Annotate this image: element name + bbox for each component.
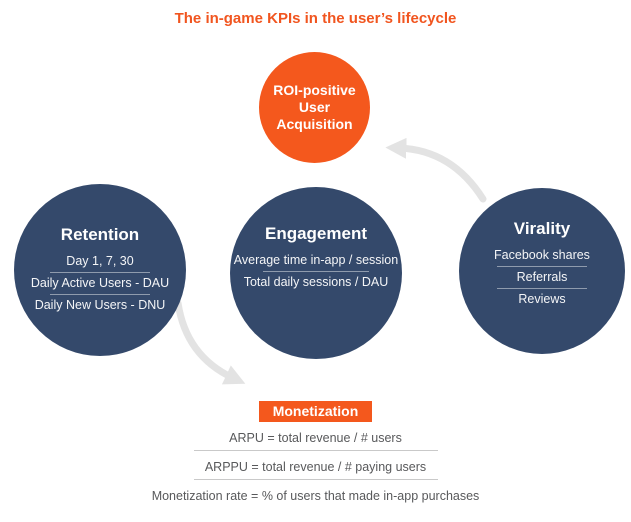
- retention-kpi-item: Day 1, 7, 30: [66, 253, 134, 268]
- engagement-circle: Engagement Average time in-app / session…: [230, 187, 402, 359]
- virality-kpi-item: Facebook shares: [494, 247, 590, 262]
- monetization-formula: Monetization rate = % of users that made…: [151, 489, 480, 503]
- engagement-kpi-item: Average time in-app / session: [233, 252, 399, 267]
- circle-divider: [263, 270, 369, 272]
- circle-divider: [497, 265, 587, 267]
- roi-user-acquisition-circle: ROI-positive User Acquisition: [259, 52, 370, 163]
- monetization-formula: ARPU = total revenue / # users: [229, 431, 402, 445]
- monetization-divider: [193, 450, 438, 451]
- virality-kpi-item: Reviews: [518, 291, 566, 306]
- engagement-circle-title: Engagement: [264, 223, 368, 243]
- retention-kpi-item: Daily New Users - DNU: [34, 297, 166, 312]
- monetization-divider: [193, 479, 438, 480]
- engagement-kpi-item: Total daily sessions / DAU: [243, 274, 389, 289]
- retention-circle-title: Retention: [60, 224, 140, 244]
- monetization-formula: ARPPU = total revenue / # paying users: [204, 460, 427, 474]
- retention-kpi-item: Daily Active Users - DAU: [30, 275, 170, 290]
- monetization-section: Monetization ARPU = total revenue / # us…: [0, 401, 631, 503]
- virality-kpi-item: Referrals: [516, 269, 568, 284]
- retention-circle: Retention Day 1, 7, 30 Daily Active User…: [14, 184, 186, 356]
- arrow-virality-to-acquisition-icon: [385, 137, 487, 203]
- virality-circle-title: Virality: [513, 218, 571, 238]
- circle-divider: [50, 293, 150, 295]
- virality-circle: Virality Facebook shares Referrals Revie…: [459, 188, 625, 354]
- circle-divider: [497, 287, 587, 289]
- monetization-label: Monetization: [258, 401, 373, 422]
- arrow-to-monetization-icon: [174, 299, 246, 385]
- roi-circle-line: User: [298, 99, 331, 115]
- roi-circle-line: ROI-positive: [273, 82, 356, 98]
- page-title: The in-game KPIs in the user’s lifecycle: [174, 10, 457, 27]
- circle-divider: [50, 271, 150, 273]
- roi-circle-line: Acquisition: [276, 116, 353, 132]
